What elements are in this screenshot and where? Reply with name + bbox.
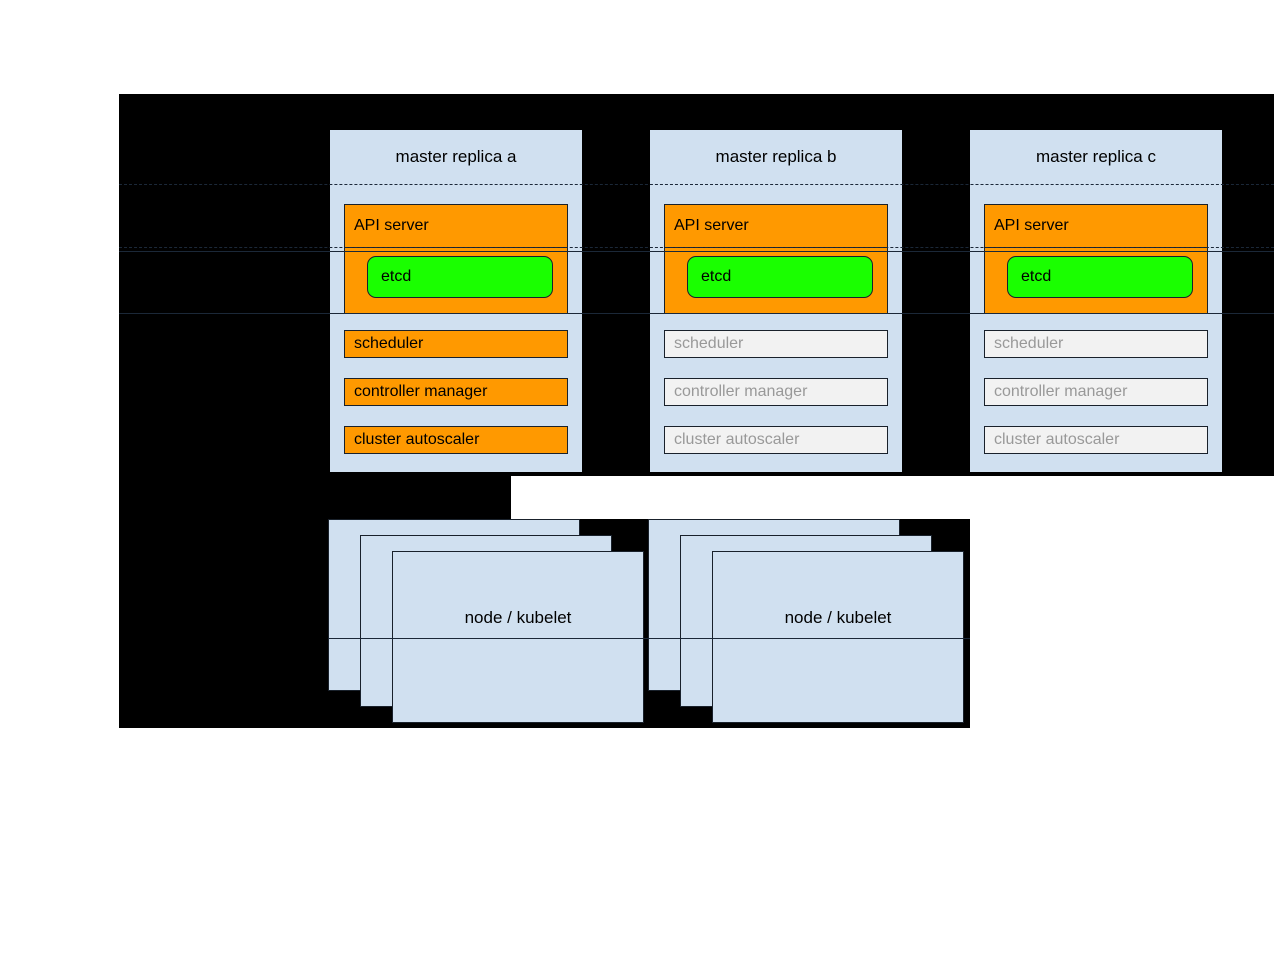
node-label: node / kubelet xyxy=(464,608,572,627)
etcd-box[interactable]: etcd xyxy=(1007,256,1193,298)
master-replica-c[interactable]: master replica c API server etcd schedul… xyxy=(970,130,1222,472)
controller-manager-box[interactable]: controller manager xyxy=(344,378,568,406)
etcd-host-container: etcd xyxy=(984,248,1208,314)
scheduler-box[interactable]: scheduler xyxy=(664,330,888,358)
api-server-box[interactable]: API server xyxy=(664,204,888,248)
etcd-box[interactable]: etcd xyxy=(367,256,553,298)
master-replica-title: master replica b xyxy=(715,147,837,166)
scheduler-box[interactable]: scheduler xyxy=(344,330,568,358)
separator-apiserver-solid xyxy=(119,251,1274,252)
controller-manager-box[interactable]: controller manager xyxy=(664,378,888,406)
separator-node-solid xyxy=(328,638,970,639)
api-server-box[interactable]: API server xyxy=(344,204,568,248)
etcd-host-container: etcd xyxy=(344,248,568,314)
controller-manager-box[interactable]: controller manager xyxy=(984,378,1208,406)
etcd-box[interactable]: etcd xyxy=(687,256,873,298)
master-replica-a[interactable]: master replica a API server etcd schedul… xyxy=(330,130,582,472)
separator-title-dashed xyxy=(119,184,1274,185)
node-label: node / kubelet xyxy=(784,608,892,627)
separator-apiserver-dashed xyxy=(119,247,1274,248)
cluster-autoscaler-box[interactable]: cluster autoscaler xyxy=(664,426,888,454)
scheduler-box[interactable]: scheduler xyxy=(984,330,1208,358)
master-replica-title: master replica a xyxy=(395,147,517,166)
separator-etcd-solid xyxy=(119,313,1274,314)
cluster-autoscaler-box[interactable]: cluster autoscaler xyxy=(984,426,1208,454)
node-card-front[interactable]: node / kubelet xyxy=(392,551,644,723)
node-card-front[interactable]: node / kubelet xyxy=(712,551,964,723)
master-replica-title: master replica c xyxy=(1036,147,1156,166)
master-replica-b[interactable]: master replica b API server etcd schedul… xyxy=(650,130,902,472)
etcd-host-container: etcd xyxy=(664,248,888,314)
api-server-box[interactable]: API server xyxy=(984,204,1208,248)
cluster-autoscaler-box[interactable]: cluster autoscaler xyxy=(344,426,568,454)
backdrop-notch-right xyxy=(970,476,1274,728)
